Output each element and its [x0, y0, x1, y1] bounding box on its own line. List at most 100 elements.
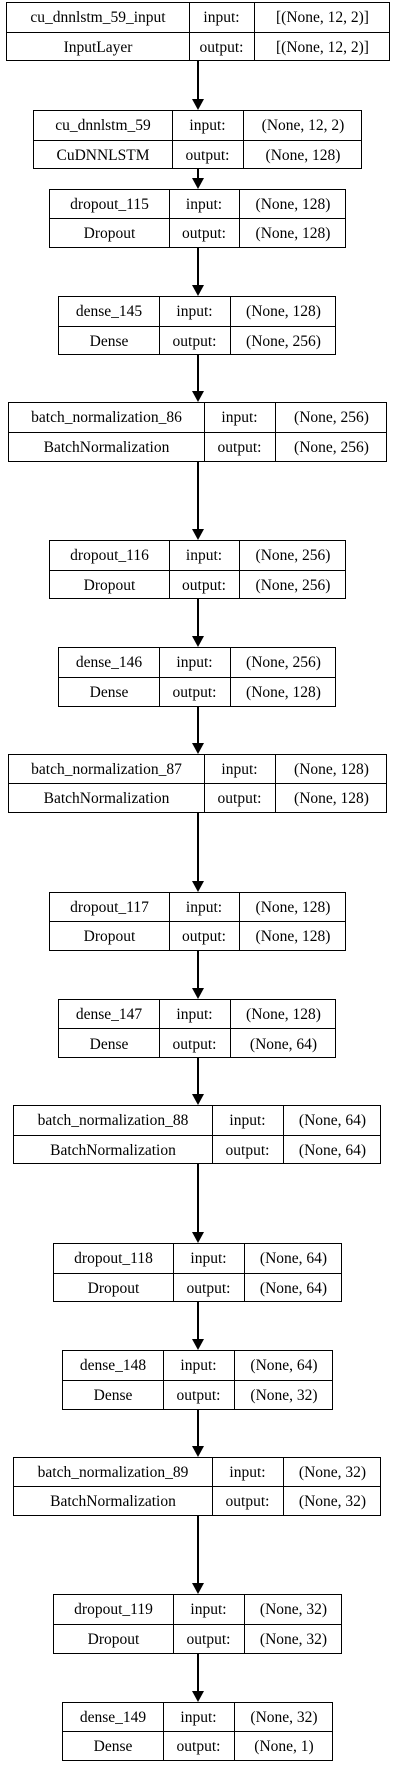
layer-name: dense_147 — [75, 1005, 143, 1023]
node-divider — [59, 1028, 335, 1030]
layer-type: Dropout — [83, 928, 136, 946]
input-shape: (None, 128) — [294, 760, 369, 778]
output-shape: [(None, 12, 2)] — [276, 38, 369, 56]
input-port-label: input: — [190, 1601, 227, 1619]
input-port-label: input: — [180, 1357, 217, 1375]
input-shape: (None, 128) — [246, 302, 321, 320]
edge-line — [197, 1164, 199, 1233]
node-divider — [63, 1379, 332, 1381]
output-port-label: output: — [186, 1279, 231, 1297]
input-port-label: input: — [190, 1250, 227, 1268]
layer-type: Dropout — [87, 1631, 140, 1649]
output-port-label: output: — [199, 38, 244, 56]
layer-name: dropout_115 — [70, 195, 149, 213]
output-shape: (None, 1) — [254, 1738, 314, 1756]
node-divider — [59, 325, 335, 327]
arrow-head — [192, 636, 204, 648]
layer-name: dropout_118 — [74, 1250, 153, 1268]
node-divider — [34, 139, 361, 141]
layer-name: batch_normalization_89 — [37, 1463, 189, 1481]
edge-line — [197, 169, 199, 179]
output-shape: (None, 64) — [259, 1279, 328, 1297]
node-divider — [63, 1731, 332, 1733]
arrow-head — [192, 99, 204, 111]
output-shape: (None, 32) — [250, 1386, 318, 1404]
output-shape: (None, 256) — [294, 438, 369, 456]
output-shape: (None, 256) — [255, 576, 331, 594]
edge-line — [197, 61, 199, 101]
output-port-label: output: — [176, 1738, 221, 1756]
edge-line — [197, 1409, 199, 1447]
edge-line — [197, 1058, 199, 1096]
layer-name: cu_dnnlstm_59_input — [30, 8, 166, 26]
layer-type: BatchNormalization — [50, 1141, 176, 1159]
layer-type: Dense — [89, 332, 129, 350]
arrow-head — [192, 391, 204, 403]
input-shape: (None, 32) — [259, 1601, 328, 1619]
node-divider — [14, 1486, 380, 1488]
output-port-label: output: — [172, 1035, 217, 1053]
arrow-head — [192, 1583, 204, 1595]
input-port-label: input: — [229, 1112, 266, 1130]
arrow-head — [192, 1094, 204, 1106]
node-divider — [14, 1134, 380, 1136]
output-shape: (None, 128) — [255, 225, 331, 243]
output-port-label: output: — [225, 1141, 270, 1159]
layer-type: InputLayer — [63, 38, 133, 56]
layer-name: dropout_119 — [74, 1601, 153, 1619]
input-port-label: input: — [176, 654, 213, 672]
layer-type: Dense — [89, 1035, 129, 1053]
edge-line — [197, 706, 199, 744]
input-shape: (None, 256) — [246, 654, 321, 672]
input-shape: (None, 32) — [298, 1463, 367, 1481]
output-shape: (None, 32) — [259, 1631, 328, 1649]
layer-name: batch_normalization_88 — [37, 1112, 189, 1130]
output-port-label: output: — [182, 225, 226, 243]
output-port-label: output: — [217, 790, 262, 808]
arrow-head — [192, 1231, 204, 1243]
output-shape: (None, 128) — [246, 684, 321, 702]
output-shape: (None, 256) — [246, 332, 321, 350]
input-shape: (None, 12, 2) — [261, 117, 345, 135]
layer-type: CuDNNLSTM — [56, 146, 150, 164]
node-divider — [9, 431, 386, 433]
layer-name: cu_dnnlstm_59 — [55, 117, 151, 135]
layer-name: dense_149 — [79, 1708, 147, 1726]
input-shape: (None, 128) — [255, 898, 331, 916]
layer-name: dropout_117 — [70, 898, 149, 916]
edge-line — [197, 950, 199, 989]
input-shape: (None, 256) — [255, 547, 331, 565]
edge-line — [197, 248, 199, 286]
arrow-head — [192, 177, 204, 189]
node-divider — [9, 783, 386, 785]
input-port-label: input: — [229, 1463, 266, 1481]
input-port-label: input: — [221, 760, 258, 778]
arrow-head — [192, 284, 204, 296]
layer-type: BatchNormalization — [50, 1493, 176, 1511]
input-port-label: input: — [176, 302, 213, 320]
output-port-label: output: — [225, 1493, 270, 1511]
input-port-label: input: — [221, 409, 258, 427]
output-shape: (None, 32) — [298, 1493, 367, 1511]
input-shape: (None, 256) — [294, 409, 369, 427]
layer-name: dense_148 — [79, 1357, 147, 1375]
layer-name: dense_146 — [75, 654, 143, 672]
layer-type: BatchNormalization — [43, 790, 170, 808]
edge-line — [197, 599, 199, 638]
input-port-label: input: — [189, 117, 226, 135]
output-port-label: output: — [217, 438, 262, 456]
output-shape: (None, 64) — [298, 1141, 367, 1159]
input-port-label: input: — [203, 8, 240, 26]
edge-line — [197, 461, 199, 531]
